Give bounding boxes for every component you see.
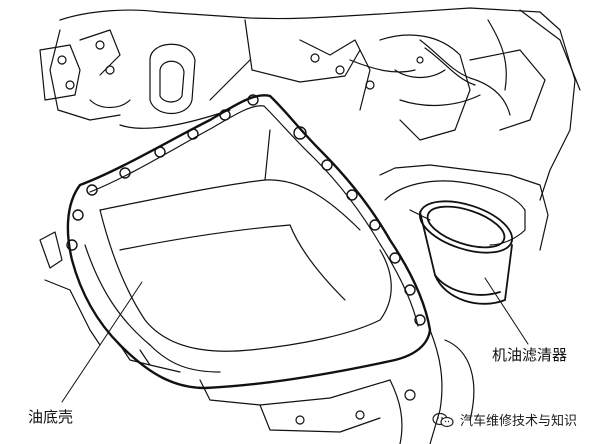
leader-line-oil-pan [61, 281, 143, 403]
label-oil-filter: 机油滤清器 [492, 346, 568, 364]
wiring-harness [349, 39, 511, 116]
watermark: 汽车维修技术与知识 [432, 410, 577, 429]
left-lower-bracket [39, 231, 151, 366]
oil-filter [418, 200, 514, 305]
oil-pan-flange-inner [89, 105, 419, 327]
lower-right-casing [259, 329, 475, 444]
oil-pan-body [84, 129, 392, 406]
watermark-text: 汽车维修技术与知识 [460, 414, 578, 429]
label-oil-pan: 油底壳 [28, 408, 74, 426]
oil-pan-flange [66, 94, 432, 390]
oil-filter-housing [379, 164, 549, 251]
wechat-logo-icon [432, 412, 454, 427]
engine-block [39, 7, 581, 201]
flange-bolts [66, 94, 426, 326]
leader-line-oil-filter [484, 277, 529, 345]
